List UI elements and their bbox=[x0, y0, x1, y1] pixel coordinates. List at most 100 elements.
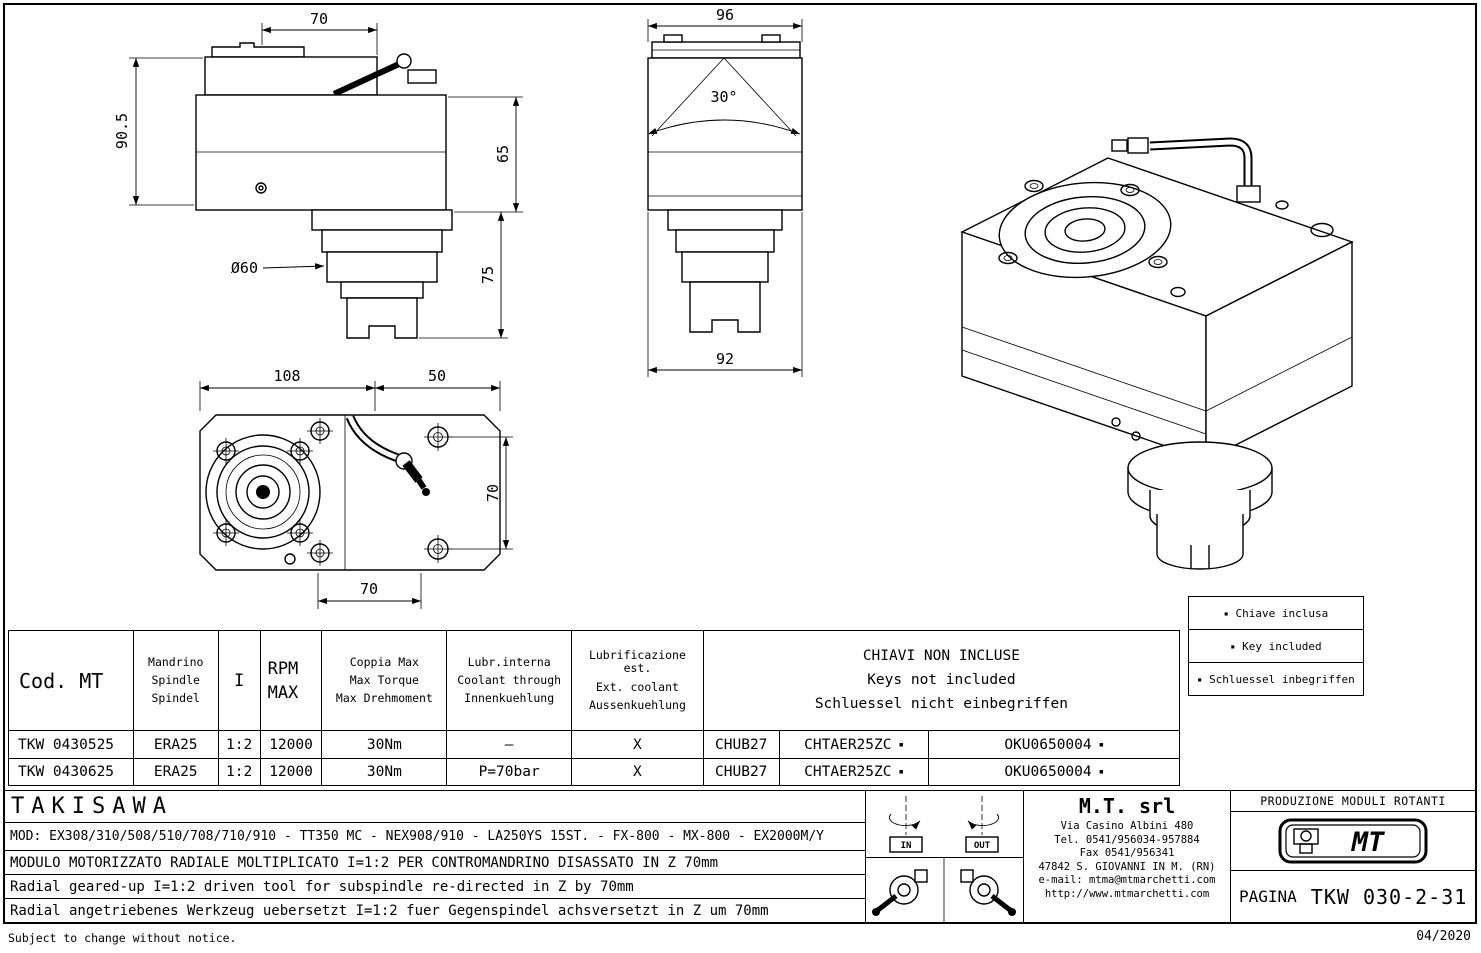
change-notice: Subject to change without notice. bbox=[8, 931, 237, 945]
company-city: 47842 S. GIOVANNI IN M. (RN) bbox=[1038, 860, 1216, 873]
page-label: PAGINA bbox=[1239, 887, 1297, 906]
company-block: M.T. srl Via Casino Albini 480 Tel. 0541… bbox=[1023, 791, 1230, 922]
dim-plan-right: 50 bbox=[428, 367, 446, 385]
cell-torque: 30Nm bbox=[322, 731, 448, 758]
iso-spindle bbox=[1127, 441, 1273, 570]
cell-ratio: 1:2 bbox=[219, 731, 261, 758]
cell-key3: OKU0650004▪ bbox=[1004, 764, 1105, 780]
cell-coolant-external: X bbox=[572, 731, 704, 758]
bullet-icon: ▪ bbox=[1197, 674, 1203, 684]
cell-cod: TKW 0430625 bbox=[9, 759, 134, 785]
svg-text:OUT: OUT bbox=[974, 841, 991, 851]
cell-key3: OKU0650004▪ bbox=[1004, 736, 1105, 753]
title-block-left: TAKISAWA MOD: EX308/310/508/510/708/710/… bbox=[5, 791, 865, 922]
description-de: Radial angetriebenes Werkzeug uebersetzt… bbox=[5, 898, 865, 922]
dim-plan-left: 108 bbox=[273, 367, 300, 385]
machine-brand: TAKISAWA bbox=[5, 791, 865, 823]
bullet-icon: ▪ bbox=[1230, 641, 1236, 651]
logo-module-glyph bbox=[1293, 828, 1319, 854]
company-website: http://www.mtmarchetti.com bbox=[1044, 887, 1210, 900]
key-legend: ▪ Chiave inclusa ▪ Key included ▪ Schlue… bbox=[1188, 596, 1364, 696]
coolant-hose bbox=[1111, 137, 1261, 203]
cell-mandrino: ERA25 bbox=[134, 759, 219, 785]
cell-cod: TKW 0430525 bbox=[9, 731, 134, 758]
dim-plan-offset: 70 bbox=[360, 580, 378, 598]
cell-torque: 30Nm bbox=[322, 759, 448, 785]
dim-front-height: 90.5 bbox=[113, 113, 131, 149]
rotation-in-icon: IN bbox=[888, 796, 923, 853]
page-code: TKW 030-2-31 bbox=[1310, 884, 1468, 909]
dim-front-body: 65 bbox=[494, 145, 512, 163]
rotation-direction-box: IN OUT bbox=[866, 791, 1023, 857]
title-block-icons: IN OUT bbox=[865, 791, 1023, 922]
cell-rpm: 12000 bbox=[261, 759, 323, 785]
rotation-out-icon: OUT bbox=[965, 796, 1000, 853]
cell-key1: CHUB27 bbox=[704, 759, 780, 785]
dim-front-spindle: 75 bbox=[479, 266, 497, 284]
mechanism-icons-box bbox=[866, 857, 1023, 926]
plan-view: 108 50 70 70 bbox=[199, 367, 513, 609]
side-view: 30° 96 92 bbox=[647, 6, 803, 377]
crank-release-icon-left bbox=[872, 869, 928, 916]
included-marker-icon: ▪ bbox=[1098, 767, 1105, 777]
coolant-pipe bbox=[345, 415, 430, 496]
table-row: TKW 0430625 ERA25 1:2 12000 30Nm P=70bar… bbox=[9, 758, 1179, 785]
legend-text: Key included bbox=[1242, 639, 1322, 653]
legend-text: Chiave inclusa bbox=[1235, 606, 1329, 620]
company-tel: Tel. 0541/956034-957884 bbox=[1054, 833, 1200, 846]
cell-mandrino: ERA25 bbox=[134, 731, 219, 758]
included-marker-icon: ▪ bbox=[1098, 739, 1105, 750]
page-box: PAGINA TKW 030-2-31 bbox=[1231, 870, 1475, 922]
cell-key2: CHTAER25ZC▪ bbox=[780, 731, 930, 758]
bearing-boss bbox=[998, 181, 1172, 279]
module-description: MODULO MOTORIZZATO RADIALE MOLTIPLICATO … bbox=[5, 851, 865, 922]
title-block-right: PRODUZIONE MODULI ROTANTI MT PAGINA TKW … bbox=[1230, 791, 1475, 922]
company-address: Via Casino Albini 480 bbox=[1060, 820, 1194, 832]
dim-side-angle: 30° bbox=[710, 88, 737, 106]
legend-item-de: ▪ Schluessel inbegriffen bbox=[1188, 662, 1364, 696]
col-header-ratio: I bbox=[219, 631, 261, 730]
isometric-view bbox=[960, 137, 1354, 570]
legend-item-it: ▪ Chiave inclusa bbox=[1188, 596, 1364, 630]
front-view: 70 90.5 65 75 Ø60 bbox=[113, 10, 523, 339]
flange-bolts bbox=[998, 179, 1168, 269]
dim-side-width-top: 96 bbox=[716, 6, 734, 24]
production-label: PRODUZIONE MODULI ROTANTI bbox=[1231, 791, 1475, 812]
drawing-frame bbox=[3, 3, 1477, 924]
dim-front-diameter: Ø60 bbox=[231, 259, 258, 277]
dim-side-width-bottom: 92 bbox=[716, 350, 734, 368]
bolt-holes bbox=[213, 418, 452, 566]
company-name: M.T. srl bbox=[1078, 794, 1176, 818]
company-fax: Fax 0541/956341 bbox=[1079, 847, 1175, 859]
legend-text: Schluessel inbegriffen bbox=[1209, 672, 1355, 686]
cell-rpm: 12000 bbox=[261, 731, 323, 758]
cell-key2: CHTAER25ZC▪ bbox=[780, 759, 930, 785]
col-header-cod: Cod. MT bbox=[9, 631, 134, 730]
cell-ratio: 1:2 bbox=[219, 759, 261, 785]
technical-drawings: 70 90.5 65 75 Ø60 bbox=[113, 6, 1354, 609]
cell-coolant-external: X bbox=[572, 759, 704, 785]
dim-front-width: 70 bbox=[310, 10, 328, 28]
company-email: e-mail: mtma@mtmarchetti.com bbox=[1038, 874, 1216, 886]
revision-date: 04/2020 bbox=[1416, 929, 1471, 944]
description-it: MODULO MOTORIZZATO RADIALE MOLTIPLICATO … bbox=[10, 854, 719, 871]
machine-models-line: MOD: EX308/310/508/510/708/710/910 - TT3… bbox=[5, 823, 865, 851]
cell-coolant-internal: – bbox=[447, 731, 573, 758]
included-marker-icon: ▪ bbox=[898, 739, 904, 750]
lever-knob bbox=[396, 53, 412, 69]
included-marker-icon: ▪ bbox=[898, 767, 904, 777]
cell-key1: CHUB27 bbox=[704, 731, 780, 758]
svg-text:IN: IN bbox=[901, 841, 912, 851]
title-block: TAKISAWA MOD: EX308/310/508/510/708/710/… bbox=[5, 790, 1475, 922]
bullet-icon: ▪ bbox=[1223, 608, 1229, 618]
description-en: Radial geared-up I=1:2 driven tool for s… bbox=[5, 874, 865, 898]
legend-item-en: ▪ Key included bbox=[1188, 629, 1364, 663]
logo-text: MT bbox=[1351, 827, 1385, 858]
